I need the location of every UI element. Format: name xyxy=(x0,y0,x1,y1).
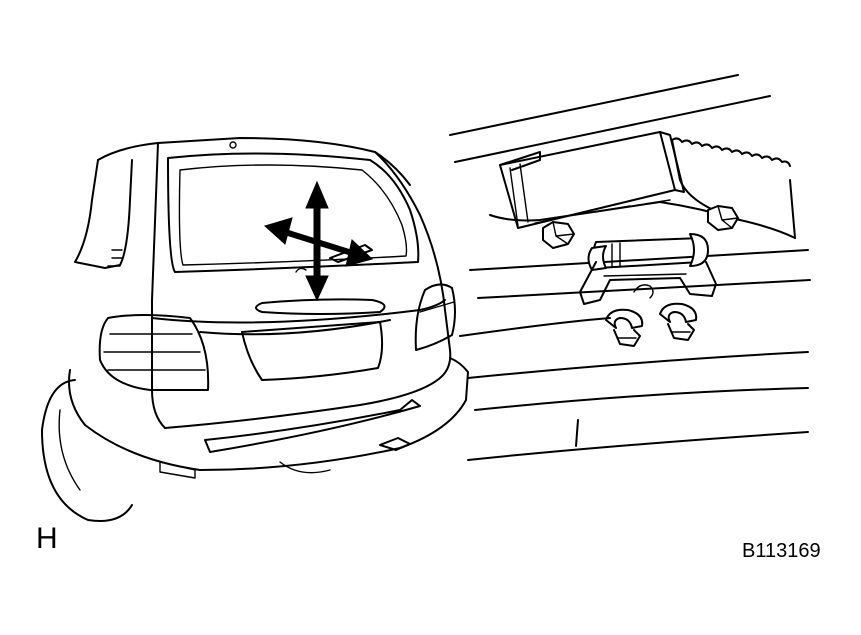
left-tail-lamp xyxy=(98,314,210,391)
bolt-icon xyxy=(542,205,739,249)
right-tail-lamp xyxy=(414,283,456,351)
vehicle-left-side xyxy=(74,159,133,269)
vehicle-rear-view xyxy=(41,137,469,522)
vehicle-roof-outline xyxy=(97,137,411,186)
hinge-body xyxy=(592,237,706,269)
license-plate-recess xyxy=(241,321,384,381)
door-garnish xyxy=(255,298,386,315)
clip-icon xyxy=(605,302,698,347)
hinge-detail-view xyxy=(449,74,811,461)
spare-tire xyxy=(41,379,133,522)
rear-bumper xyxy=(68,357,469,471)
movement-arrows-icon xyxy=(264,180,373,302)
roof-headliner xyxy=(489,201,796,239)
figure-code: B113169 xyxy=(742,540,821,562)
back-door-outline xyxy=(151,142,166,429)
view-label: H xyxy=(36,522,58,555)
back-window-glass xyxy=(167,152,420,273)
